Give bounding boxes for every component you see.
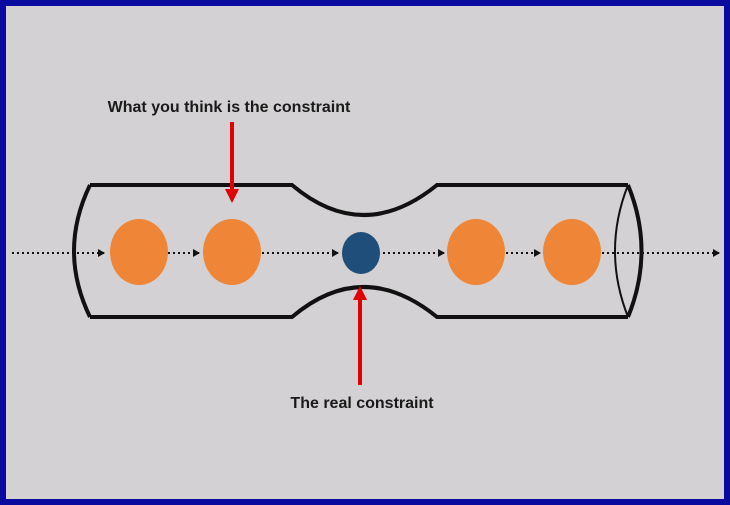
perceived-constraint-label: What you think is the constraint [108, 99, 351, 116]
flow-item-1 [110, 219, 168, 285]
flow-items [110, 219, 601, 285]
bottleneck-item [342, 232, 380, 274]
pipe-right-end-front [614, 184, 629, 318]
pipe-top-edge [90, 183, 628, 217]
real-constraint-label: The real constraint [290, 395, 434, 412]
pipe-right-end-back [626, 184, 644, 318]
pipe-left-end [72, 184, 92, 318]
flow-item-2 [203, 219, 261, 285]
flow-item-4 [447, 219, 505, 285]
flow-item-5 [543, 219, 601, 285]
